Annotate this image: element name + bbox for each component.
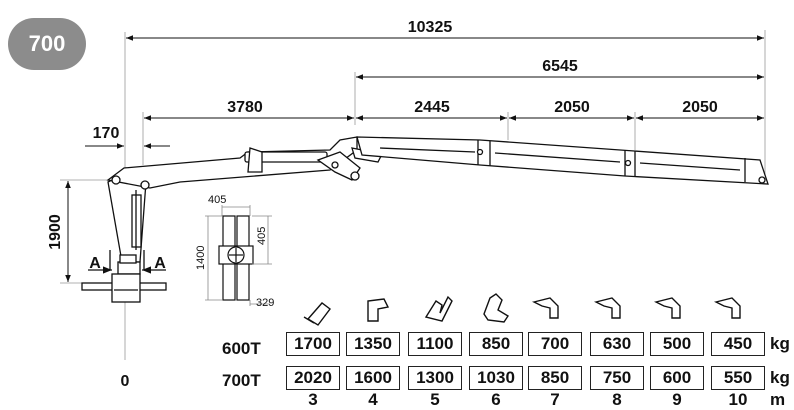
dim-total-label: 10325 [408, 19, 453, 36]
reach-label: 3 [308, 390, 318, 409]
section-label-left: A [89, 255, 101, 272]
cross-bottom-label: 329 [256, 297, 274, 309]
load-cell: 1100 [408, 332, 462, 356]
model-badge: 700 [8, 18, 86, 70]
boom-assembly [106, 136, 769, 190]
crane-column [81, 174, 167, 303]
load-cell: 850 [528, 366, 582, 390]
load-cell: 600 [650, 366, 704, 390]
boom-angle-icon [713, 297, 741, 319]
boom-angle-icon [424, 295, 453, 322]
boom-angle-icon [593, 297, 621, 319]
cross-height-left-label: 1400 [195, 246, 207, 270]
reach-label: 5 [430, 390, 440, 409]
load-cell: 750 [590, 366, 644, 390]
load-cell: 1600 [346, 366, 400, 390]
dim-zero-label: 0 [121, 373, 130, 390]
load-cell: 1300 [408, 366, 462, 390]
load-cell: 630 [590, 332, 644, 356]
unit-kg: kg [770, 368, 790, 387]
load-cell: 2020 [286, 366, 340, 390]
unit-kg: kg [770, 334, 790, 353]
reach-label: 6 [491, 390, 501, 409]
load-cell: 500 [650, 332, 704, 356]
load-cell: 450 [711, 332, 765, 356]
load-cell: 850 [469, 332, 523, 356]
dim-ext1-label: 2445 [414, 99, 450, 116]
dim-offset-label: 170 [93, 125, 120, 142]
section-label-right: A [154, 255, 166, 272]
cross-section-detail [218, 215, 254, 301]
row-label-700t: 700T [222, 371, 261, 390]
dim-ext3-label: 2050 [682, 99, 718, 116]
row-label-600t: 600T [222, 339, 261, 358]
load-cell: 550 [711, 366, 765, 390]
reach-label: 8 [612, 390, 622, 409]
boom-angle-icon [367, 298, 390, 322]
section-arrows [88, 250, 166, 274]
reach-label: 10 [728, 390, 748, 409]
boom-angle-icon [653, 297, 681, 319]
reach-label: 7 [550, 390, 560, 409]
boom-angle-icon [483, 293, 509, 323]
load-cell: 1350 [346, 332, 400, 356]
dim-mainboom-label: 3780 [227, 99, 263, 116]
reach-label: 9 [672, 390, 682, 409]
boom-angle-icon [531, 297, 559, 319]
load-cell: 700 [528, 332, 582, 356]
cross-width-label: 405 [208, 194, 226, 206]
load-cell: 1030 [469, 366, 523, 390]
boom-angle-icon [303, 302, 331, 326]
unit-m: m [770, 390, 786, 409]
dim-ext2-label: 2050 [554, 99, 590, 116]
dim-extension-label: 6545 [542, 58, 578, 75]
reach-label: 4 [368, 390, 378, 409]
load-cell: 1700 [286, 332, 340, 356]
dim-height-label: 1900 [47, 214, 64, 250]
cross-height-right-label: 405 [256, 227, 268, 245]
